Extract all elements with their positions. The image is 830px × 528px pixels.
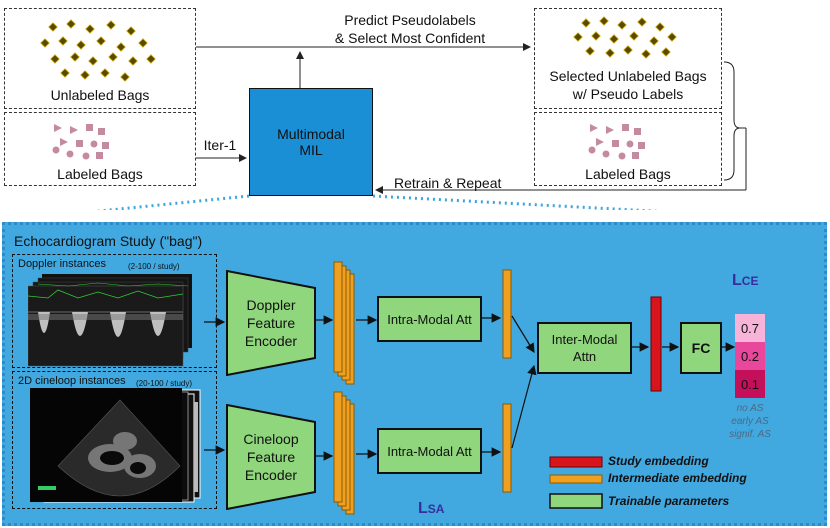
- class-label-early-as: early AS: [731, 416, 769, 427]
- panel-title: Echocardiogram Study ("bag"): [14, 233, 203, 249]
- fc-layer: FC: [680, 322, 722, 374]
- cineloop-encoder-line-1: Cineloop: [243, 431, 299, 447]
- labeled-bags-label-right: Labeled Bags: [585, 166, 671, 182]
- selected-unlabeled-bags-label-2: w/ Pseudo Labels: [572, 86, 684, 102]
- class-label-no-as: no AS: [736, 403, 764, 414]
- loss-ce-main: L: [732, 272, 742, 289]
- unlabeled-bags-box: [4, 8, 196, 109]
- embeddings-and-arrows: [204, 261, 736, 515]
- predict-label-2: & Select Most Confident: [334, 30, 486, 46]
- inter-modal-line-2: Attn: [572, 349, 597, 364]
- loss-sa: LSA: [418, 500, 444, 518]
- cineloop-encoder-line-2: Feature: [246, 449, 296, 465]
- labeled-bags-label-left: Labeled Bags: [57, 166, 143, 182]
- unlabeled-bags-icons: [40, 19, 156, 82]
- intra-modal-att-top: Intra-Modal Att: [377, 296, 482, 342]
- labeled-bags-icons-right: [588, 124, 645, 160]
- loss-ce: LCE: [732, 272, 758, 290]
- retrain-label: Retrain & Repeat: [394, 175, 502, 191]
- cineloop-encoder: Cineloop Feature Encoder: [226, 404, 316, 510]
- cineloop-intermediate-stack: [333, 391, 355, 515]
- selected-unlabeled-bags-label-1: Selected Unlabeled Bags: [549, 68, 707, 84]
- iter-label: Iter-1: [203, 137, 237, 153]
- doppler-image-stack: [28, 274, 192, 367]
- inter-modal-attn: Inter-Modal Attn: [537, 322, 632, 374]
- predict-label-1: Predict Pseudolabels: [344, 12, 476, 28]
- doppler-encoder-shape: [226, 270, 316, 376]
- legend-intermediate-label: Intermediate embedding: [608, 471, 747, 485]
- output-no-as: 0.7: [735, 314, 765, 342]
- cineloop-instances-box: [12, 371, 217, 509]
- doppler-encoder: Doppler Feature Encoder: [226, 270, 316, 376]
- legend-study-swatch: [549, 456, 603, 468]
- top-arrows: [94, 43, 747, 210]
- cineloop-count: (20-100 / study): [136, 379, 193, 388]
- labeled-bags-box-right: [534, 112, 722, 186]
- doppler-encoder-line-3: Encoder: [244, 333, 298, 349]
- legend-study-label: Study embedding: [608, 454, 709, 468]
- output-early-as: 0.2: [735, 342, 765, 370]
- cineloop-image-stack: [30, 388, 201, 503]
- selected-unlabeled-bags-box: [534, 8, 722, 109]
- doppler-label: Doppler instances: [18, 258, 107, 270]
- doppler-encoder-line-2: Feature: [246, 315, 296, 331]
- cineloop-label: 2D cineloop instances: [18, 375, 126, 387]
- intra-modal-att-bottom: Intra-Modal Att: [377, 428, 482, 474]
- mil-label-1: Multimodal: [277, 126, 345, 142]
- inter-modal-line-1: Inter-Modal: [551, 332, 618, 347]
- doppler-encoder-line-1: Doppler: [246, 297, 296, 313]
- class-label-signif-as: signif. AS: [729, 429, 771, 440]
- mil-label-2: MIL: [299, 142, 323, 158]
- doppler-attended-embedding: [502, 269, 512, 359]
- legend-trainable-swatch: [549, 493, 603, 509]
- unlabeled-bags-label: Unlabeled Bags: [50, 87, 150, 103]
- doppler-intermediate-stack: [333, 261, 355, 385]
- labeled-bags-box-left: [4, 112, 196, 186]
- doppler-instances-box: [12, 254, 217, 368]
- cineloop-encoder-shape: [226, 404, 316, 510]
- legend-intermediate-swatch: [549, 474, 603, 484]
- doppler-count: (2-100 / study): [128, 262, 180, 271]
- legend-trainable-label: Trainable parameters: [608, 494, 730, 508]
- selected-unlabeled-bags-icons: [573, 16, 677, 59]
- loss-ce-sub: CE: [741, 274, 759, 288]
- labeled-bags-icons-left: [52, 124, 109, 160]
- output-signif-as: 0.1: [735, 370, 765, 398]
- loss-sa-main: L: [418, 500, 428, 517]
- multimodal-mil-box: Multimodal MIL: [249, 88, 373, 196]
- study-embedding-bar: [650, 296, 662, 392]
- cineloop-attended-embedding: [502, 403, 512, 493]
- loss-sa-sub: SA: [427, 502, 445, 516]
- cineloop-encoder-line-3: Encoder: [244, 467, 298, 483]
